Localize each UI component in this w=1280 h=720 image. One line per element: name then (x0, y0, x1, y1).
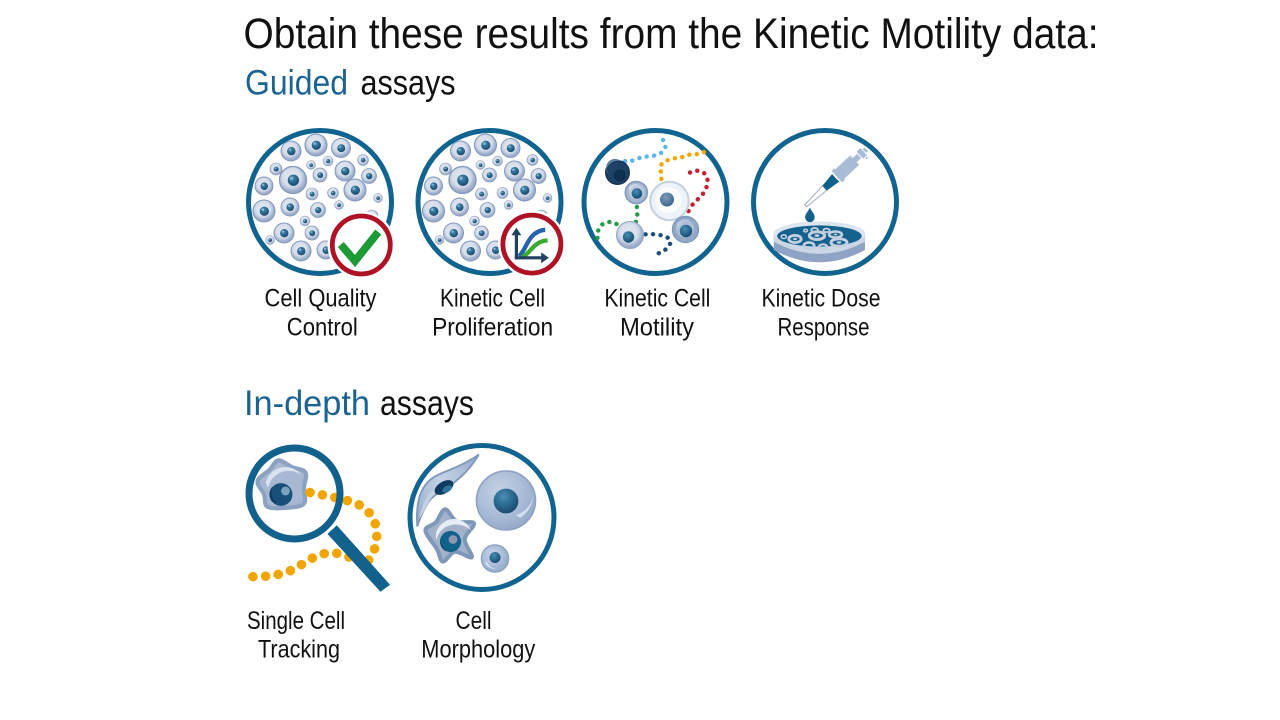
svg-text:assays: assays (380, 384, 474, 423)
svg-text:In-depth: In-depth (244, 384, 370, 423)
svg-text:Motility: Motility (620, 313, 694, 341)
svg-text:Obtain these results from the: Obtain these results from the Kinetic Mo… (244, 10, 1099, 58)
svg-text:Tracking: Tracking (258, 636, 340, 664)
svg-text:Response: Response (778, 313, 870, 341)
svg-text:Control: Control (287, 313, 358, 341)
svg-text:assays: assays (361, 64, 456, 103)
svg-text:Guided: Guided (245, 64, 348, 103)
svg-text:Cell: Cell (456, 607, 492, 635)
svg-text:Kinetic Dose: Kinetic Dose (762, 285, 881, 313)
svg-text:Single Cell: Single Cell (247, 607, 345, 635)
svg-text:Proliferation: Proliferation (432, 313, 553, 341)
svg-text:Morphology: Morphology (421, 636, 535, 664)
svg-text:Kinetic Cell: Kinetic Cell (440, 285, 545, 313)
svg-text:Kinetic Cell: Kinetic Cell (604, 285, 710, 313)
svg-text:Cell Quality: Cell Quality (265, 285, 377, 313)
